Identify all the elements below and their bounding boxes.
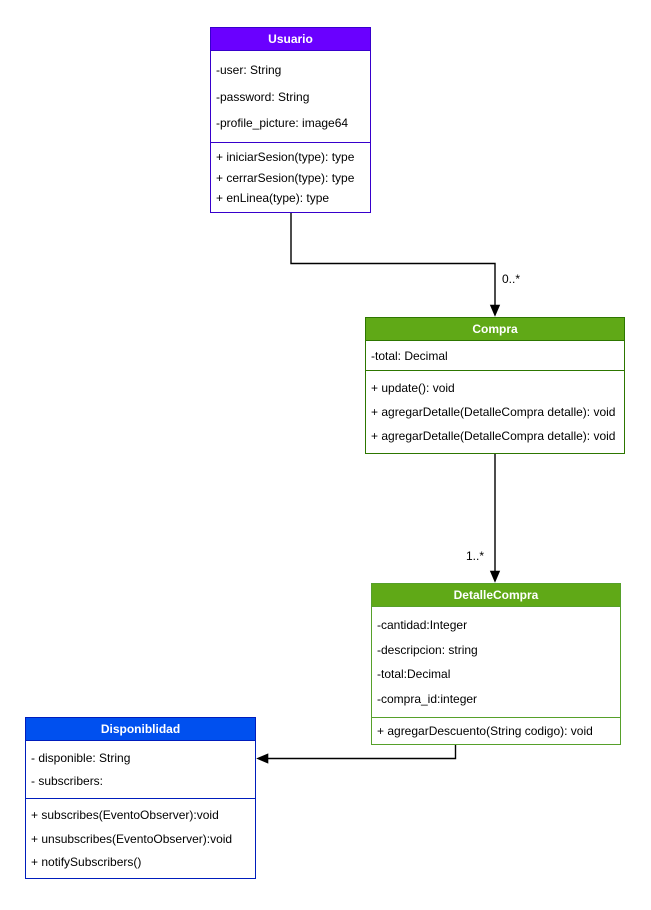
class-usuario-methods: + iniciarSesion(type): type + cerrarSesi… [211,142,370,212]
attribute-row: -cantidad:Integer [377,617,468,632]
class-detalle-compra-attributes: -cantidad:Integer -descripcion: string -… [372,607,620,717]
class-detalle-compra-methods: + agregarDescuento(String codigo): void [372,717,620,744]
attribute-row: - disponible: String [31,750,131,765]
class-compra[interactable]: Compra -total: Decimal + update(): void … [365,317,625,454]
method-row: + enLinea(type): type [216,191,330,206]
method-row: + update(): void [371,381,455,395]
attribute-row: -total: Decimal [371,348,448,363]
class-detalle-compra[interactable]: DetalleCompra -cantidad:Integer -descrip… [371,583,621,745]
attribute-row: -user: String [216,63,282,78]
class-disponiblidad-methods: + subscribes(EventoObserver):void + unsu… [26,798,255,878]
class-detalle-compra-title: DetalleCompra [372,584,620,607]
method-row: + unsubscribes(EventoObserver):void [31,831,233,846]
class-disponiblidad-title: Disponiblidad [26,718,255,741]
arrowhead-compra-detalle [489,570,501,583]
multiplicity-label-compra-detalle: 1..* [466,549,485,563]
method-row: + notifySubscribers() [31,854,142,869]
class-compra-attributes: -total: Decimal [366,341,624,370]
method-row: + agregarDescuento(String codigo): void [377,724,593,738]
connector-detalle-disponiblidad [267,745,457,760]
method-row: + iniciarSesion(type): type [216,149,355,164]
class-compra-title: Compra [366,318,624,341]
connector-usuario-compra [290,213,496,306]
attribute-row: - subscribers: [31,774,104,789]
class-usuario[interactable]: Usuario -user: String -password: String … [210,27,371,213]
multiplicity-label-usuario-compra: 0..* [502,272,521,286]
attribute-row: -profile_picture: image64 [216,115,349,130]
method-row: + agregarDetalle(DetalleCompra detalle):… [371,429,616,443]
class-usuario-attributes: -user: String -password: String -profile… [211,51,370,142]
class-compra-methods: + update(): void + agregarDetalle(Detall… [366,370,624,453]
class-disponiblidad[interactable]: Disponiblidad - disponible: String - sub… [25,717,256,879]
attribute-row: -descripcion: string [377,642,478,657]
arrowhead-detalle-disponiblidad [256,753,269,764]
method-row: + cerrarSesion(type): type [216,170,355,185]
arrowhead-usuario-compra [489,304,501,317]
method-row: + agregarDetalle(DetalleCompra detalle):… [371,405,616,419]
attribute-row: -total:Decimal [377,667,451,682]
class-disponiblidad-attributes: - disponible: String - subscribers: [26,741,255,798]
method-row: + subscribes(EventoObserver):void [31,808,219,823]
attribute-row: -password: String [216,89,310,104]
class-usuario-title: Usuario [211,28,370,51]
attribute-row: -compra_id:integer [377,692,478,707]
